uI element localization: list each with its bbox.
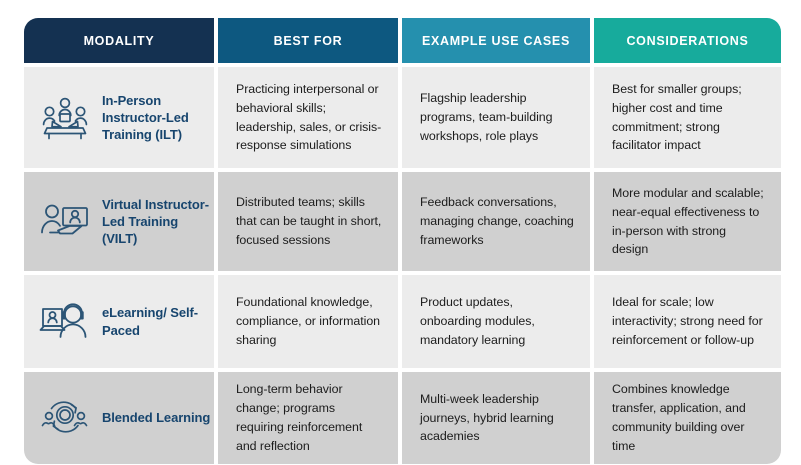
- cell-use-cases: Feedback conversations, managing change,…: [402, 172, 590, 271]
- cell-text: Best for smaller groups; higher cost and…: [612, 81, 742, 153]
- cell-text: More modular and scalable; near-equal ef…: [612, 185, 764, 257]
- elearning-self-paced-icon: [36, 296, 94, 348]
- table-grid: MODALITY BEST FOR EXAMPLE USE CASES CONS…: [24, 18, 781, 464]
- column-header-example-use-cases-label: EXAMPLE USE CASES: [421, 33, 571, 48]
- table-row: Virtual Instructor-Led Training (VILT): [24, 172, 214, 271]
- column-header-modality-label: MODALITY: [83, 33, 155, 48]
- column-header-best-for-label: BEST FOR: [273, 33, 343, 48]
- cell-best-for: Distributed teams; skills that can be ta…: [218, 172, 398, 271]
- column-header-modality: MODALITY: [24, 18, 214, 63]
- modality-label: eLearning/ Self-Paced: [102, 305, 198, 338]
- cell-considerations: More modular and scalable; near-equal ef…: [594, 172, 781, 271]
- cell-text: Ideal for scale; low interactivity; stro…: [612, 295, 763, 347]
- cell-considerations: Best for smaller groups; higher cost and…: [594, 67, 781, 168]
- virtual-training-icon: [36, 196, 94, 248]
- cell-text: Distributed teams; skills that can be ta…: [236, 195, 382, 247]
- table-row: eLearning/ Self-Paced: [24, 275, 214, 368]
- cell-best-for: Long-term behavior change; programs requ…: [218, 372, 398, 464]
- cell-text: Foundational knowledge, compliance, or i…: [236, 295, 381, 347]
- modality-label: Blended Learning: [102, 410, 211, 426]
- cell-use-cases: Multi-week leadership journeys, hybrid l…: [402, 372, 590, 464]
- cell-text: Practicing interpersonal or behavioral s…: [236, 81, 382, 153]
- blended-learning-icon: [36, 392, 94, 444]
- cell-text: Combines knowledge transfer, application…: [612, 382, 746, 453]
- table-row: In-Person Instructor-Led Training (ILT): [24, 67, 214, 168]
- table-row: Blended Learning: [24, 372, 214, 464]
- column-header-considerations-label: CONSIDERATIONS: [626, 33, 749, 48]
- cell-use-cases: Product updates, onboarding modules, man…: [402, 275, 590, 368]
- cell-best-for: Foundational knowledge, compliance, or i…: [218, 275, 398, 368]
- modality-label: In-Person Instructor-Led Training (ILT): [102, 92, 189, 143]
- cell-considerations: Combines knowledge transfer, application…: [594, 372, 781, 464]
- column-header-considerations: CONSIDERATIONS: [594, 18, 781, 63]
- cell-text: Flagship leadership programs, team-build…: [420, 91, 553, 143]
- in-person-training-icon: [36, 92, 94, 144]
- cell-considerations: Ideal for scale; low interactivity; stro…: [594, 275, 781, 368]
- cell-use-cases: Flagship leadership programs, team-build…: [402, 67, 590, 168]
- cell-text: Multi-week leadership journeys, hybrid l…: [420, 391, 554, 444]
- column-header-best-for: BEST FOR: [218, 18, 398, 63]
- cell-best-for: Practicing interpersonal or behavioral s…: [218, 67, 398, 168]
- column-header-example-use-cases: EXAMPLE USE CASES: [402, 18, 590, 63]
- cell-text: Long-term behavior change; programs requ…: [236, 382, 363, 453]
- cell-text: Feedback conversations, managing change,…: [420, 195, 574, 247]
- cell-text: Product updates, onboarding modules, man…: [420, 295, 535, 347]
- modality-label: Virtual Instructor-Led Training (VILT): [102, 196, 209, 247]
